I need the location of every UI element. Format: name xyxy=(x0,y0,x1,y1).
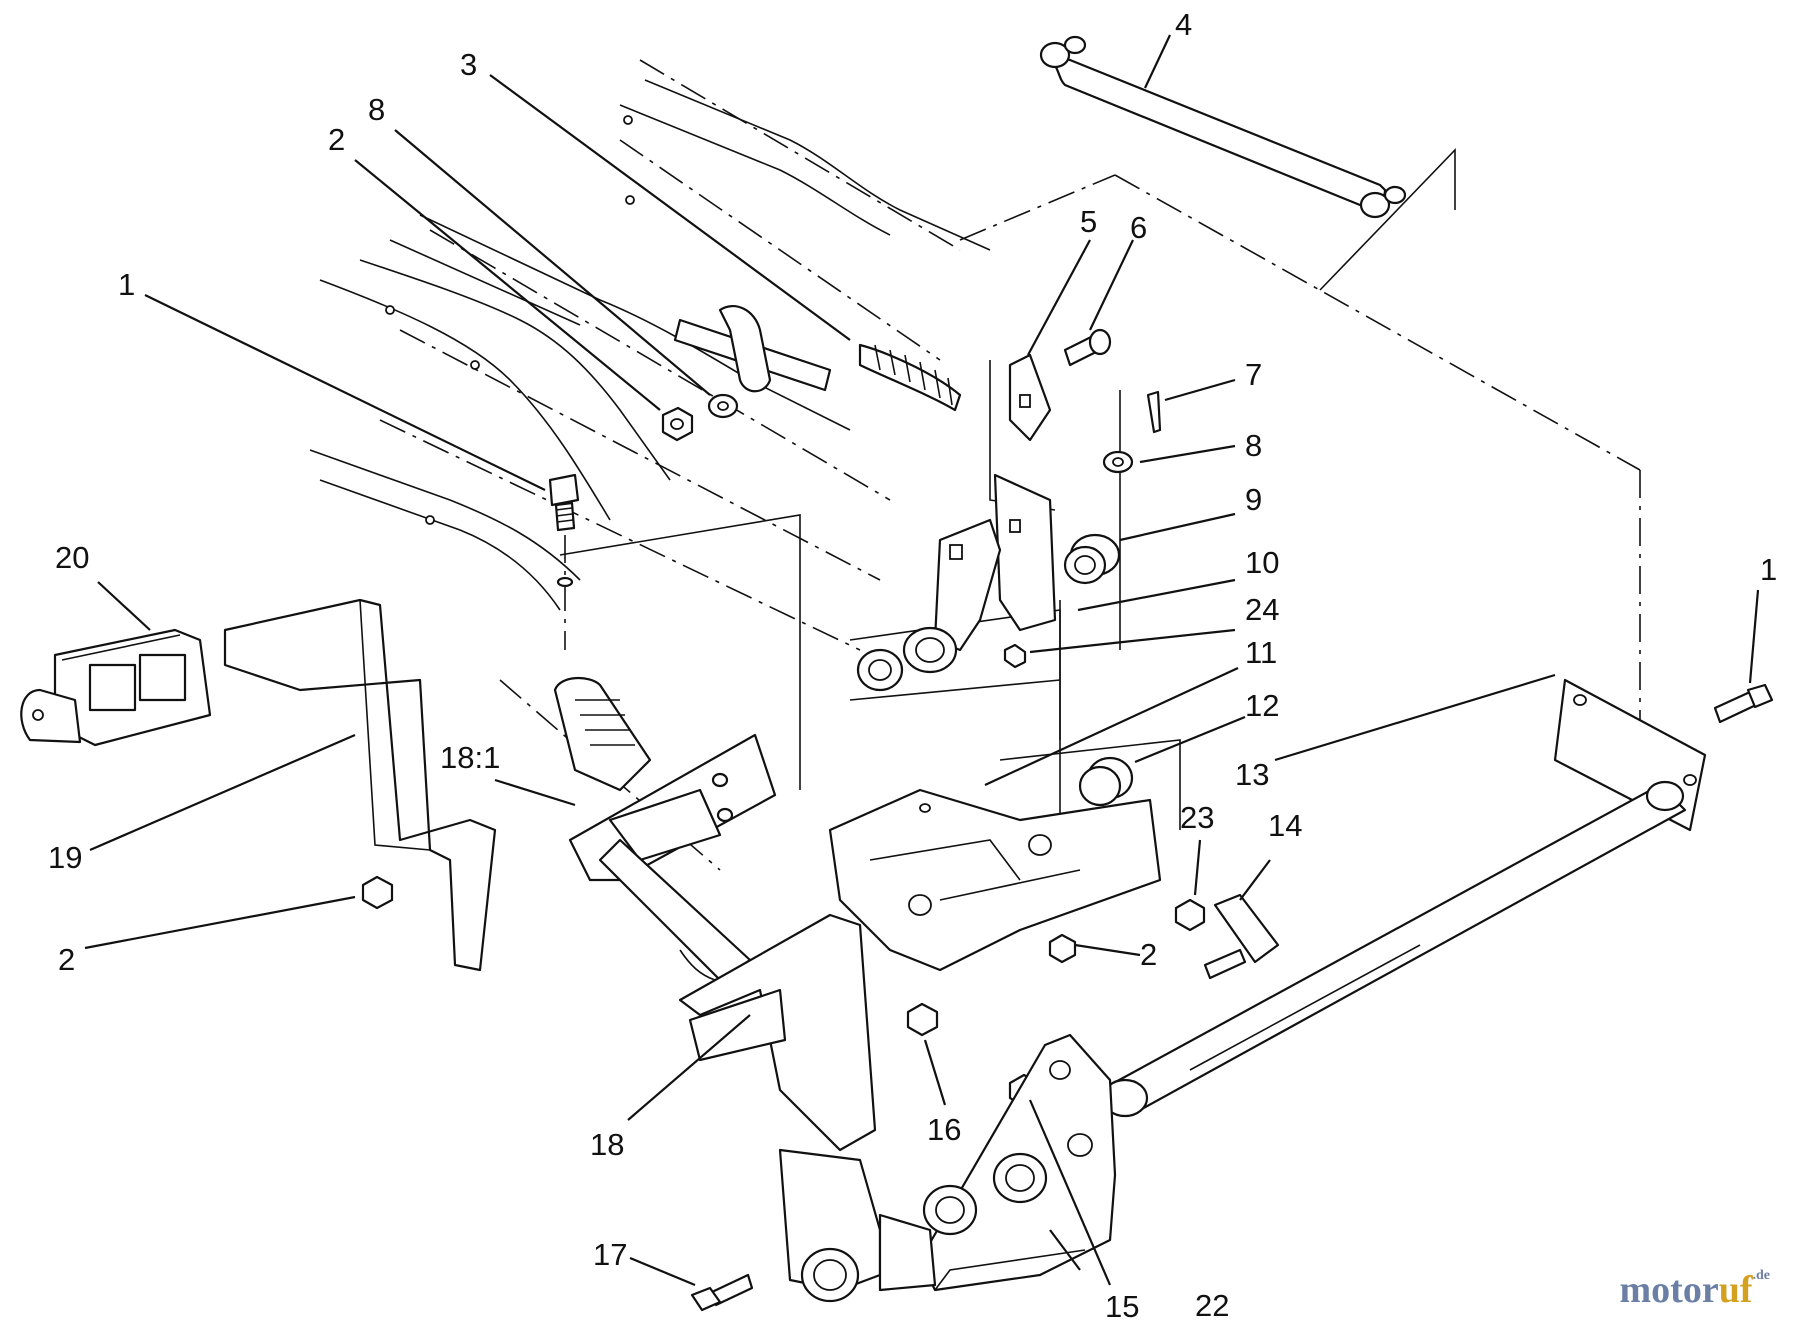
callout-22: 22 xyxy=(1195,1288,1229,1323)
watermark-logo: motoruf.de xyxy=(1619,1268,1770,1311)
bushing-left xyxy=(856,626,958,692)
callout-4: 4 xyxy=(1175,7,1192,42)
callout-12: 12 xyxy=(1245,688,1279,723)
bushings-15 xyxy=(922,1152,1048,1236)
nut-16 xyxy=(906,1002,939,1037)
cotter-pin-7 xyxy=(1146,390,1162,434)
nut-2-lower-left xyxy=(361,875,394,910)
callout-23: 23 xyxy=(1180,800,1214,835)
pivot-bracket-10 xyxy=(933,473,1057,652)
callout-9: 9 xyxy=(1245,482,1262,517)
callouts: 1 2 8 3 4 5 6 7 8 9 10 24 11 12 13 1 23 … xyxy=(48,7,1777,1324)
callout-18: 18 xyxy=(590,1127,624,1162)
callout-11: 11 xyxy=(1245,635,1277,670)
bolt-6 xyxy=(1063,328,1112,367)
callout-1-left: 1 xyxy=(118,267,135,302)
callout-2-center: 2 xyxy=(1140,937,1157,972)
callout-8-right: 8 xyxy=(1245,428,1262,463)
washer-8-upper xyxy=(707,393,739,419)
callout-1-right: 1 xyxy=(1760,552,1777,587)
shaft-13 xyxy=(1101,678,1707,1118)
callout-19: 19 xyxy=(48,840,82,875)
pedal-pad-18-1 xyxy=(553,677,777,882)
callout-15: 15 xyxy=(1105,1289,1139,1324)
lower-arm-plate xyxy=(778,1148,937,1303)
rod-4 xyxy=(1039,35,1407,219)
washer-8-right xyxy=(1102,450,1134,474)
callout-2-upper: 2 xyxy=(328,122,345,157)
callout-10: 10 xyxy=(1245,545,1279,580)
spring-3 xyxy=(673,304,962,412)
callout-20: 20 xyxy=(55,540,89,575)
bolt-17 xyxy=(690,1273,754,1312)
nut-2-upper xyxy=(661,406,694,442)
pedal-arm-19 xyxy=(223,598,497,972)
nut-23 xyxy=(1174,898,1206,932)
pedal-arm-18 xyxy=(598,838,877,1152)
callout-13: 13 xyxy=(1235,757,1269,792)
callout-7: 7 xyxy=(1245,357,1262,392)
callout-2-lower-left: 2 xyxy=(58,942,75,977)
bracket-5 xyxy=(1008,353,1052,442)
bolt-1-left xyxy=(548,473,580,650)
callout-17: 17 xyxy=(593,1237,627,1272)
bushing-9 xyxy=(1063,533,1121,585)
pedal-pad-20 xyxy=(20,628,212,747)
clamp-14 xyxy=(1203,893,1280,980)
callout-16: 16 xyxy=(927,1112,961,1147)
bolt-1-right xyxy=(1713,683,1774,724)
bushing-12 xyxy=(1078,756,1134,807)
callout-5: 5 xyxy=(1080,204,1097,239)
fitting-24 xyxy=(1003,643,1027,669)
callout-14: 14 xyxy=(1268,808,1302,843)
callout-24: 24 xyxy=(1245,592,1279,627)
callout-8-upper: 8 xyxy=(368,92,385,127)
callout-6: 6 xyxy=(1130,210,1147,245)
callout-3: 3 xyxy=(460,47,477,82)
bracket-11 xyxy=(828,788,1162,972)
callout-18-1: 18:1 xyxy=(440,740,500,775)
leader-lines xyxy=(84,34,1760,1287)
nut-2-center xyxy=(1048,933,1077,964)
